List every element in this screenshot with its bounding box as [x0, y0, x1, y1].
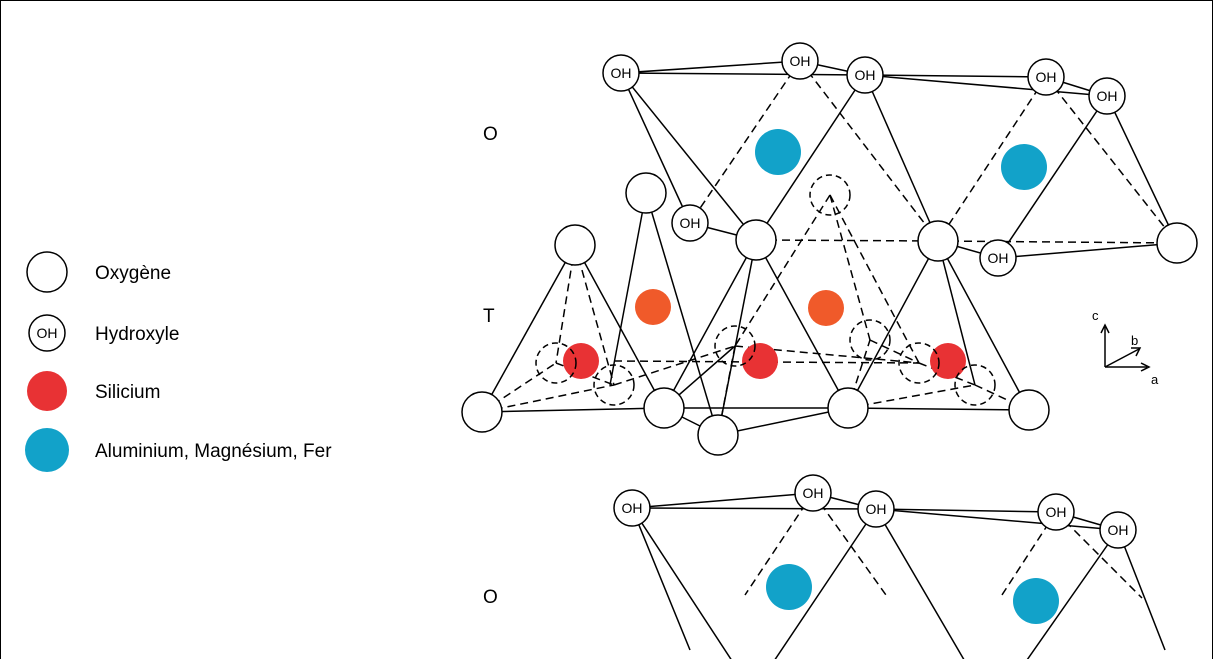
svg-text:OH: OH [611, 65, 632, 81]
svg-text:OH: OH [1036, 69, 1057, 85]
oxygen-atoms-back [535, 174, 996, 406]
svg-text:OH: OH [622, 500, 643, 516]
legend-silicon-symbol [27, 371, 67, 411]
legend-hydroxyl-label: Hydroxyle [95, 324, 179, 345]
layer-label-tetrahedral: T [483, 306, 495, 327]
hydroxyl-atom: OH [602, 54, 640, 92]
oxygen-atom [1008, 389, 1050, 431]
layer-label-octahedral-bottom: O [483, 587, 498, 608]
hydroxyl-atom: OH [671, 204, 709, 242]
hydroxyl-atom: OH [857, 490, 895, 528]
hydroxyl-atom: OH [1088, 77, 1126, 115]
svg-text:OH: OH [988, 250, 1009, 266]
octa-cation-atom [766, 564, 812, 610]
hydroxyl-atom: OH [1099, 511, 1137, 549]
silicon-atom [930, 343, 966, 379]
legend-oxygen-symbol [26, 251, 68, 293]
oxygen-atom [643, 387, 685, 429]
silicon-atom [742, 343, 778, 379]
legend-octa-cation-symbol [25, 428, 69, 472]
axis-b-label: b [1131, 333, 1138, 348]
svg-text:OH: OH [1046, 504, 1067, 520]
svg-text:OH: OH [855, 67, 876, 83]
oxygen-atoms [461, 172, 1198, 456]
svg-text:OH: OH [803, 485, 824, 501]
oxygen-atom-hidden [898, 342, 940, 384]
axis-a-label: a [1151, 372, 1159, 387]
oxygen-atom [461, 391, 503, 433]
oxygen-atom [554, 224, 596, 266]
hydroxyl-atom: OH [781, 42, 819, 80]
legend-hydroxyl-symbol-text: OH [37, 325, 58, 341]
axis-c-label: c [1092, 308, 1099, 323]
silicon-atom [563, 343, 599, 379]
oxygen-atom [697, 414, 739, 456]
oxygen-atom [827, 387, 869, 429]
oxygen-atom-hidden [849, 319, 891, 361]
silicon-atom-back [808, 290, 844, 326]
legend: Oxygène OH Hydroxyle Silicium Aluminium,… [25, 251, 332, 472]
oxygen-atom [1156, 222, 1198, 264]
octa-top-dashed-bonds [689, 60, 1178, 244]
svg-text:OH: OH [790, 53, 811, 69]
hydroxyl-atom: OH [613, 489, 651, 527]
layer-label-octahedral-top: O [483, 124, 498, 145]
octa-cation-atom [1013, 578, 1059, 624]
svg-text:OH: OH [1108, 522, 1129, 538]
legend-octa-cation-label: Aluminium, Magnésium, Fer [95, 441, 332, 462]
oxygen-atom-hidden [535, 342, 577, 384]
oxygen-atom-hidden [593, 364, 635, 406]
hydroxyl-atom: OH [1027, 58, 1065, 96]
oxygen-atom-hidden [954, 364, 996, 406]
hydroxyl-atom: OH [846, 56, 884, 94]
svg-text:OH: OH [1097, 88, 1118, 104]
oxygen-atom [625, 172, 667, 214]
hydroxyl-atom: OH [979, 239, 1017, 277]
hydroxyl-atom: OH [1037, 493, 1075, 531]
legend-silicon-label: Silicium [95, 382, 160, 403]
legend-oxygen-label: Oxygène [95, 263, 171, 284]
oxygen-atom [735, 219, 777, 261]
oxygen-atom-hidden [714, 325, 756, 367]
hydroxyl-atoms: OH OH OH OH OH OH OH OH [602, 42, 1137, 549]
octa-cation-atom [755, 129, 801, 175]
octa-cations-bottom [766, 564, 1059, 624]
octa-cations-top [755, 129, 1047, 190]
silicon-atoms [563, 289, 966, 379]
axis-b-arrow [1104, 348, 1140, 368]
silicon-atom-back [635, 289, 671, 325]
axes-indicator [1100, 323, 1151, 372]
octa-bottom-solid-bonds [631, 492, 1166, 659]
oxygen-atom-hidden [809, 174, 851, 216]
hydroxyl-atom: OH [794, 474, 832, 512]
oxygen-atom [917, 220, 959, 262]
svg-text:OH: OH [866, 501, 887, 517]
svg-text:OH: OH [680, 215, 701, 231]
legend-hydroxyl-symbol [28, 314, 66, 352]
octa-cation-atom [1001, 144, 1047, 190]
